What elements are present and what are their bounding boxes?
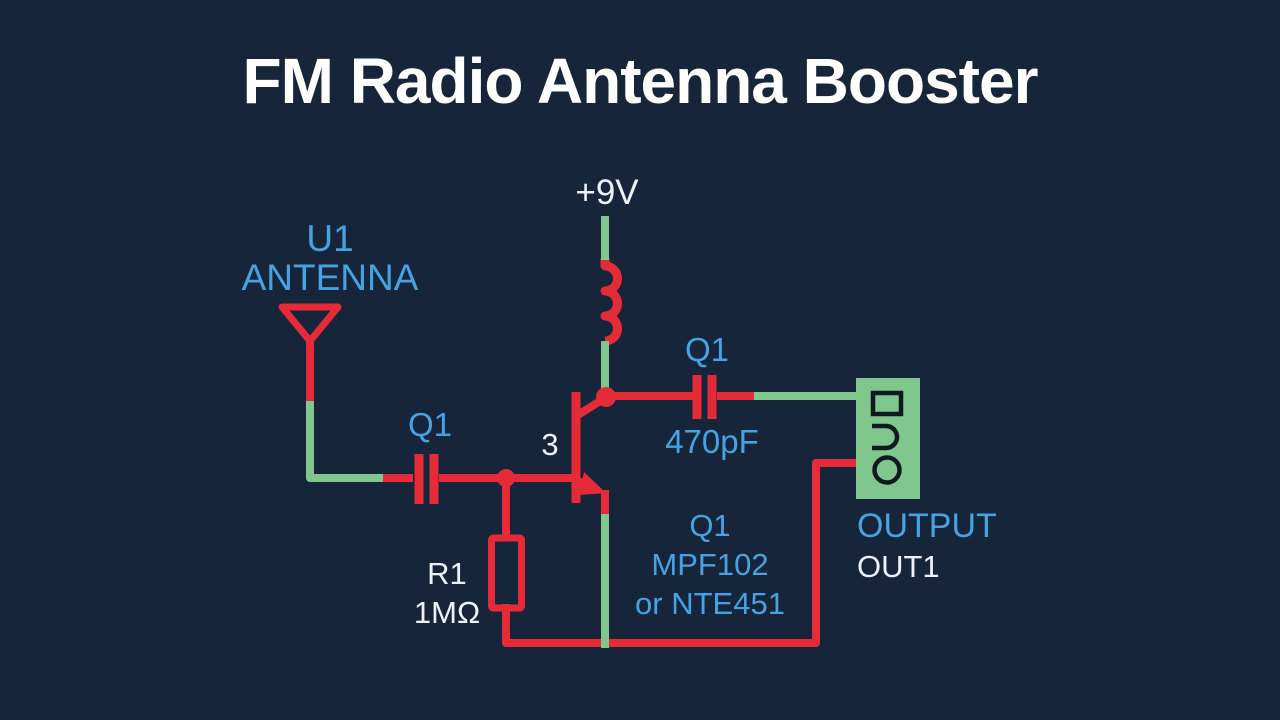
gate-junction-dot bbox=[497, 469, 515, 487]
output-capacitor-icon bbox=[692, 375, 717, 419]
transistor-q1-symbol bbox=[571, 392, 609, 518]
supply-voltage-label: +9V bbox=[575, 173, 639, 212]
connector-out-text bbox=[870, 390, 904, 485]
antenna-triangle-icon bbox=[278, 303, 342, 345]
transistor-alt-part-label: or NTE451 bbox=[635, 586, 785, 621]
collector-junction-dot bbox=[596, 387, 616, 407]
connector-body bbox=[856, 378, 920, 499]
inductor-coil-path bbox=[600, 258, 622, 346]
antenna-name-label: ANTENNA bbox=[241, 257, 419, 298]
transistor-part-label: MPF102 bbox=[651, 547, 769, 582]
output-connector bbox=[856, 378, 920, 499]
page-title: FM Radio Antenna Booster bbox=[242, 45, 1039, 117]
transistor-label: Q1 MPF102 or NTE451 bbox=[610, 506, 810, 623]
inductor-coil-icon bbox=[600, 258, 622, 346]
antenna-label: U1 ANTENNA bbox=[230, 219, 430, 297]
output-cap-value-label: 470pF bbox=[665, 423, 759, 460]
output-cap-ref-label: Q1 bbox=[684, 331, 730, 368]
antenna-ref-label: U1 bbox=[306, 218, 354, 259]
output-title-label: OUTPUT bbox=[857, 507, 997, 545]
input-cap-ref-label: Q1 bbox=[407, 406, 453, 443]
transistor-emitter-arrow-icon bbox=[579, 472, 606, 495]
antenna-green-wire bbox=[306, 401, 383, 482]
connector-letter-t-icon bbox=[870, 390, 904, 417]
input-capacitor-icon bbox=[414, 454, 439, 504]
resistor-ref-label: R1 bbox=[427, 556, 467, 591]
connector-letter-o-icon bbox=[872, 455, 902, 485]
resistor-value-label: 1MΩ bbox=[413, 595, 481, 630]
antenna-symbol bbox=[278, 303, 342, 404]
connector-letter-u-icon bbox=[872, 423, 900, 451]
gate-pin-label: 3 bbox=[541, 427, 559, 462]
ground-return-wire bbox=[502, 459, 856, 647]
output-ref-label: OUT1 bbox=[857, 549, 940, 584]
resistor-label: R1 1MΩ bbox=[387, 554, 507, 632]
transistor-ref-label: Q1 bbox=[689, 508, 731, 543]
